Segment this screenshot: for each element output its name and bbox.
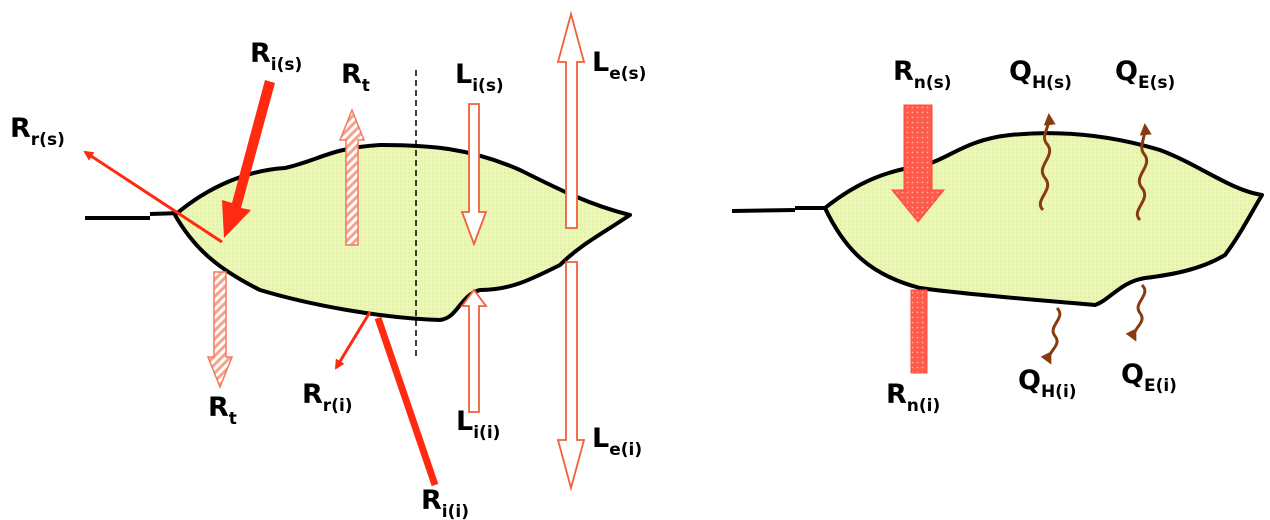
label-net-radiation-upper: Rn(s) xyxy=(893,56,952,93)
label-transmitted-upper: Rt xyxy=(341,59,370,96)
sensible-heat-lower-arrow xyxy=(1040,306,1062,365)
label-reflected-lower: Rr(i) xyxy=(302,379,353,416)
label-reflected-upper: Rr(s) xyxy=(10,113,65,150)
incident-radiation-upper-arrow xyxy=(222,80,275,238)
label-latent-heat-lower: QE(i) xyxy=(1121,359,1177,396)
sensible-heat-upper-arrow xyxy=(1039,113,1056,212)
label-sensible-heat-lower: QH(i) xyxy=(1018,365,1077,402)
incident-radiation-lower-line xyxy=(374,316,439,487)
transmitted-radiation-up-arrow xyxy=(338,107,366,246)
reflected-radiation-lower-arrow xyxy=(334,311,372,370)
latent-heat-lower-arrow xyxy=(1125,283,1147,342)
label-incident-radiation-upper: Ri(s) xyxy=(250,38,302,75)
label-transmitted-lower: Rt xyxy=(208,392,237,429)
right-leaf-petiole xyxy=(731,206,830,213)
label-longwave-incident-upper: Li(s) xyxy=(455,59,504,96)
left-panel: Ri(s) Rt Li(s) Le(s) Rr(s) Rt Rr(i) Li(i… xyxy=(10,10,646,520)
label-longwave-emitted-upper: Le(s) xyxy=(592,47,646,84)
right-panel: Rn(s) QH(s) QE(s) Rn(i) QH(i) QE(i) xyxy=(731,56,1264,416)
left-leaf-petiole xyxy=(85,211,183,220)
label-sensible-heat-upper: QH(s) xyxy=(1009,56,1072,93)
longwave-incident-upper-arrow xyxy=(460,103,488,247)
latent-heat-upper-arrow xyxy=(1136,123,1152,222)
left-leaf-blade xyxy=(173,143,632,322)
label-net-radiation-lower: Rn(i) xyxy=(886,379,940,416)
longwave-incident-lower-arrow xyxy=(460,288,488,413)
longwave-emitted-upper-arrow xyxy=(556,10,586,229)
reflected-radiation-upper-arrow xyxy=(83,150,223,244)
label-longwave-incident-lower: Li(i) xyxy=(456,406,500,443)
label-latent-heat-upper: QE(s) xyxy=(1115,56,1175,93)
longwave-emitted-lower-arrow xyxy=(556,261,586,492)
label-incident-radiation-lower: Ri(i) xyxy=(421,485,469,520)
net-radiation-upper-arrow xyxy=(890,104,946,223)
net-radiation-lower-bar xyxy=(910,289,928,374)
label-longwave-emitted-lower: Le(i) xyxy=(592,423,642,460)
transmitted-radiation-down-arrow xyxy=(206,271,234,390)
right-leaf-blade xyxy=(823,131,1264,307)
